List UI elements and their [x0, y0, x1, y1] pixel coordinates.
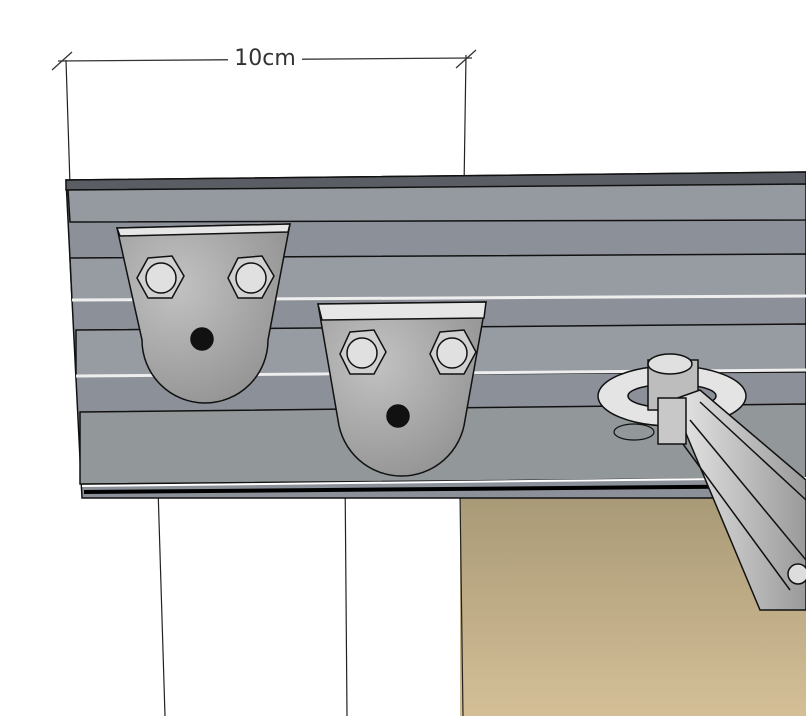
mounting-bracket-left	[115, 223, 291, 404]
dimension-label: 10cm	[228, 46, 302, 71]
shackle-turnbuckle	[597, 353, 806, 611]
pin-hole	[386, 404, 410, 428]
mounting-bracket-right	[317, 301, 487, 477]
pin-hole	[190, 327, 214, 351]
